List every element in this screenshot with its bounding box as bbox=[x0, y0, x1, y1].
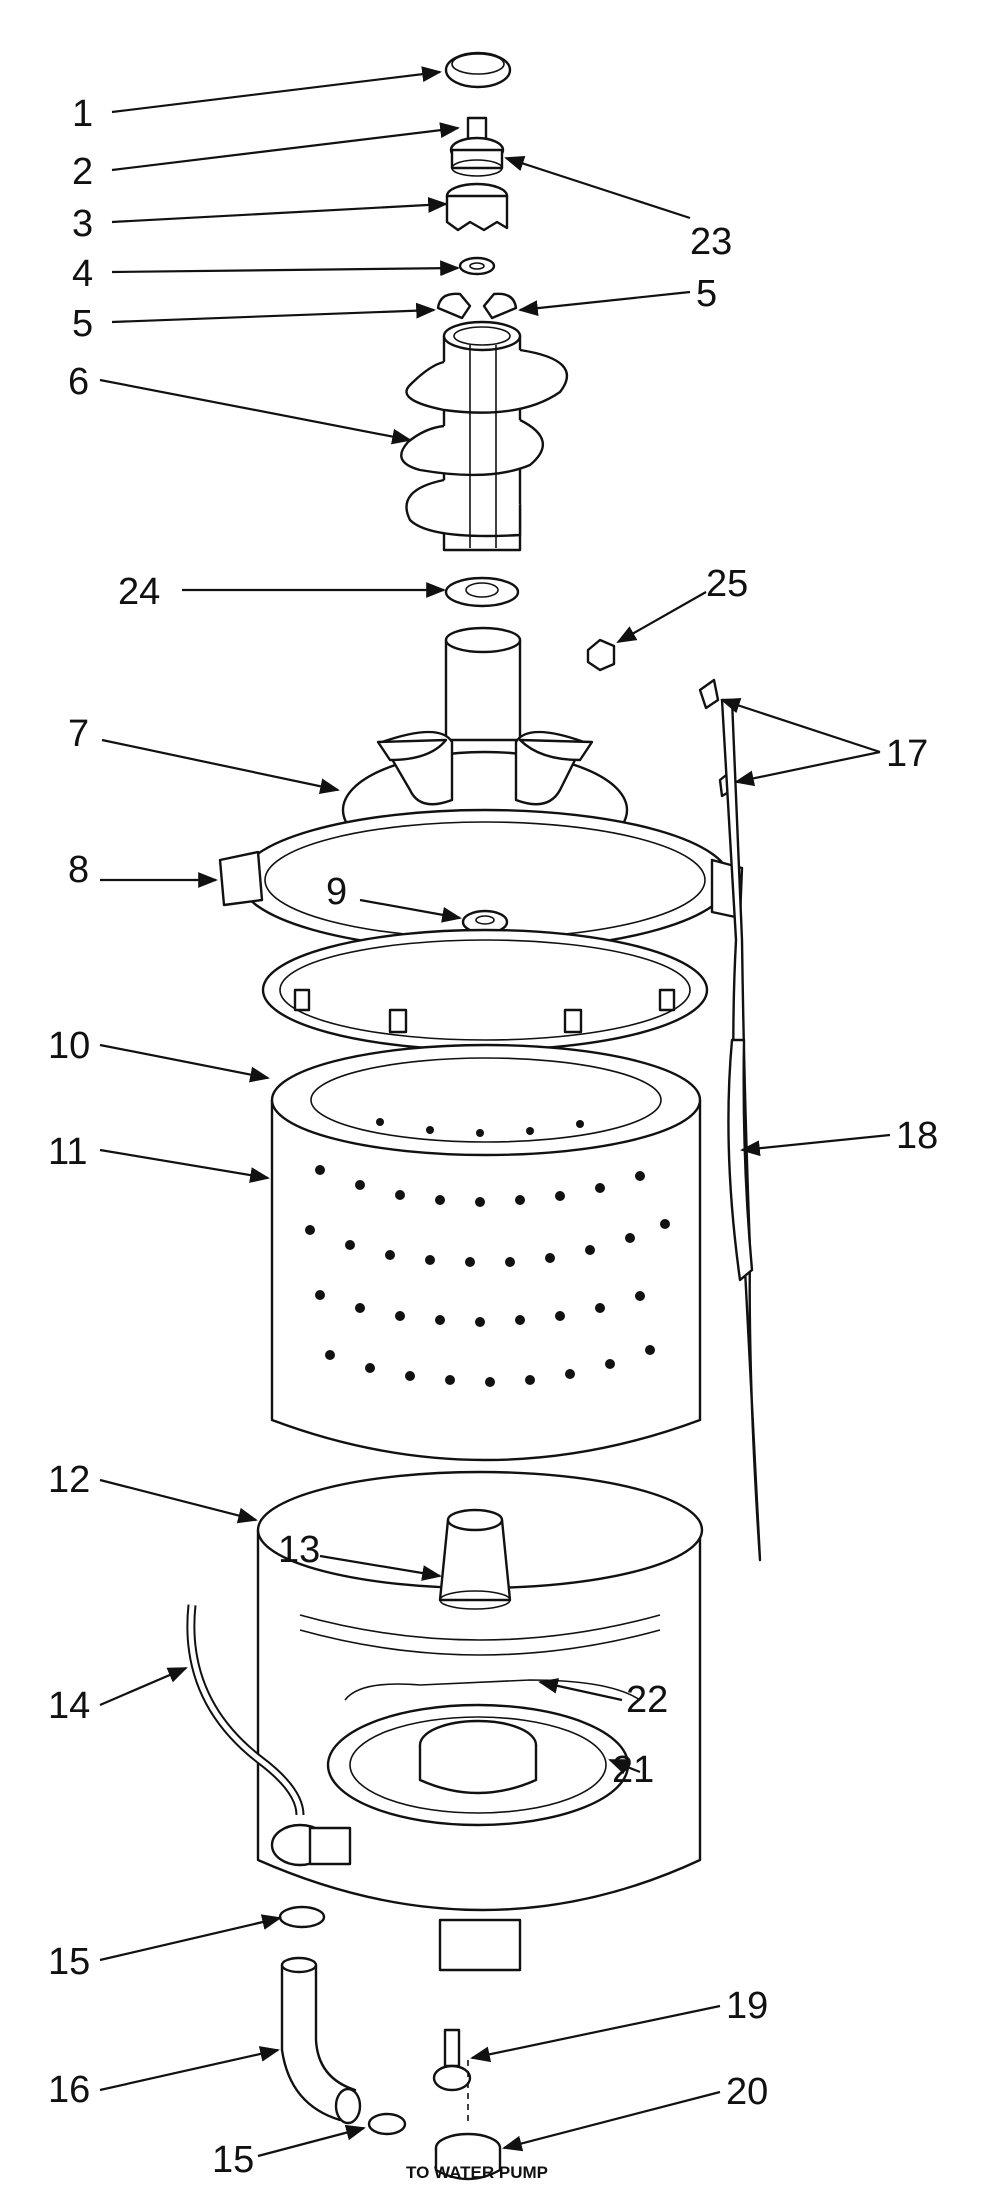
callout-2: 2 bbox=[72, 151, 93, 193]
callout-18: 18 bbox=[896, 1115, 938, 1157]
callout-21: 21 bbox=[612, 1749, 654, 1791]
callout-6: 6 bbox=[68, 361, 89, 403]
callout-22: 22 bbox=[626, 1679, 668, 1721]
callout-11: 11 bbox=[48, 1131, 87, 1173]
callout-15-lower: 15 bbox=[212, 2139, 254, 2181]
parts-drawing bbox=[186, 51, 762, 2181]
part-2-stud bbox=[449, 116, 505, 177]
callout-4: 4 bbox=[72, 253, 93, 295]
part-4-washer bbox=[458, 256, 496, 276]
part-18-clamp-strap bbox=[720, 698, 762, 1562]
part-15-clamp-lower bbox=[367, 2112, 407, 2136]
part-11-basket bbox=[270, 1043, 702, 1462]
callout-24: 24 bbox=[118, 571, 160, 613]
part-16-elbow-hose bbox=[280, 1956, 362, 2125]
callout-13: 13 bbox=[278, 1529, 320, 1571]
part-1-cap bbox=[444, 51, 512, 89]
callout-leaders bbox=[99, 66, 891, 2158]
part-10-ring bbox=[261, 928, 709, 1052]
part-21-pulley bbox=[326, 1703, 630, 1827]
part-19-bolt bbox=[432, 2028, 472, 2092]
callout-5-right: 5 bbox=[696, 273, 717, 315]
part-24-bearing bbox=[444, 576, 520, 608]
part-5-dogs bbox=[436, 292, 518, 320]
callout-8: 8 bbox=[68, 849, 89, 891]
callout-labels: 1 2 3 4 5 5 6 7 8 9 10 11 12 13 14 15 15… bbox=[48, 93, 938, 2182]
callout-15-upper: 15 bbox=[48, 1941, 90, 1983]
callout-3: 3 bbox=[72, 203, 93, 245]
callout-14: 14 bbox=[48, 1685, 90, 1727]
pump-inlet bbox=[270, 1823, 352, 1867]
part-6-auger bbox=[400, 320, 569, 552]
part-15-clamp-upper bbox=[278, 1905, 326, 1929]
callout-25: 25 bbox=[706, 563, 748, 605]
part-14-hose bbox=[186, 1604, 305, 1816]
callout-1: 1 bbox=[72, 93, 93, 135]
callout-20: 20 bbox=[726, 2071, 768, 2113]
basket-perforations bbox=[305, 1118, 670, 1387]
callout-10: 10 bbox=[48, 1025, 90, 1067]
part-3-cam bbox=[445, 182, 509, 232]
part-22-gasket bbox=[344, 1679, 641, 1701]
callout-16: 16 bbox=[48, 2069, 90, 2111]
callout-9: 9 bbox=[326, 871, 347, 913]
note-to-water-pump: TO WATER PUMP bbox=[406, 2163, 548, 2182]
part-25-nut bbox=[586, 638, 616, 672]
part-13-hub bbox=[438, 1508, 512, 1610]
callout-5-left: 5 bbox=[72, 303, 93, 345]
callout-23: 23 bbox=[690, 221, 732, 263]
part-20-cover bbox=[434, 2060, 502, 2181]
callout-12: 12 bbox=[48, 1459, 90, 1501]
callout-7: 7 bbox=[68, 713, 89, 755]
callout-19: 19 bbox=[726, 1985, 768, 2027]
callout-17: 17 bbox=[886, 733, 928, 775]
